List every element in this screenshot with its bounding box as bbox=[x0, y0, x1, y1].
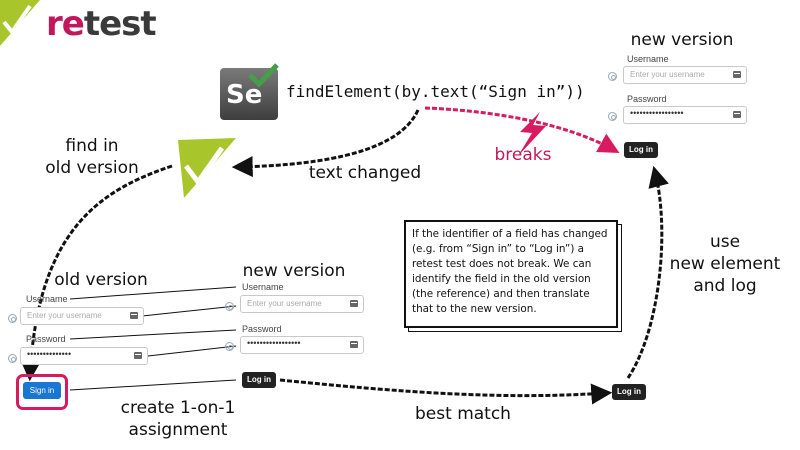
old-username-label: Username bbox=[26, 294, 68, 304]
mid-username-input[interactable]: Enter your username bbox=[240, 295, 364, 313]
fingerprint-icon bbox=[608, 112, 617, 121]
password-field-link bbox=[147, 345, 237, 357]
old-version-label: old version bbox=[54, 270, 148, 290]
fingerprint-icon bbox=[225, 302, 234, 311]
button-link bbox=[69, 379, 237, 391]
fingerprint-icon bbox=[8, 354, 17, 363]
fingerprint-icon bbox=[225, 342, 234, 351]
old-password-label: Password bbox=[26, 334, 66, 344]
retest-logo: retest bbox=[0, 0, 160, 48]
best-match-arrow bbox=[279, 378, 613, 405]
lightning-icon bbox=[518, 112, 546, 156]
username-field-link bbox=[141, 305, 237, 317]
new-version-mid-label: new version bbox=[242, 261, 346, 281]
top-username-label: Username bbox=[627, 54, 669, 64]
create-assignment-label: create 1-on-1 assignment bbox=[120, 398, 236, 440]
keyboard-icon bbox=[733, 111, 741, 118]
retest-check-icon bbox=[178, 138, 236, 198]
sign-in-button[interactable]: Sign in bbox=[23, 382, 61, 399]
logo-test: test bbox=[83, 4, 157, 44]
old-password-input[interactable]: •••••••••••••• bbox=[20, 347, 148, 365]
logo-re: re bbox=[46, 4, 85, 44]
old-login-form: Username Enter your username Password ••… bbox=[0, 290, 160, 410]
explanation-note: If the identifier of a field has changed… bbox=[404, 220, 622, 332]
top-username-input[interactable]: Enter your username bbox=[623, 66, 747, 84]
fingerprint-icon bbox=[608, 72, 617, 81]
mid-log-in-button[interactable]: Log in bbox=[242, 372, 276, 388]
keyboard-icon bbox=[733, 71, 741, 78]
find-in-old-version-label: find in old version bbox=[45, 136, 139, 178]
top-login-form: Username Enter your username Password ••… bbox=[605, 50, 755, 170]
text-changed-arrow bbox=[231, 109, 420, 178]
fingerprint-icon bbox=[8, 314, 17, 323]
selenium-badge-text: Se bbox=[226, 80, 263, 110]
mid-password-label: Password bbox=[242, 324, 282, 334]
keyboard-icon bbox=[130, 312, 138, 319]
top-password-label: Password bbox=[627, 94, 667, 104]
result-log-in-button[interactable]: Log in bbox=[612, 384, 646, 400]
use-new-element-arrow bbox=[626, 165, 669, 379]
password-label-link bbox=[69, 329, 237, 340]
mid-username-label: Username bbox=[242, 282, 284, 292]
keyboard-icon bbox=[134, 352, 142, 359]
keyboard-icon bbox=[350, 341, 358, 348]
code-expression: findElement(by.text(“Sign in”)) bbox=[286, 82, 585, 101]
sign-in-highlight bbox=[16, 374, 68, 410]
breaks-arrow bbox=[424, 106, 620, 154]
best-match-label: best match bbox=[415, 404, 511, 424]
check-icon bbox=[248, 63, 279, 88]
old-username-input[interactable]: Enter your username bbox=[20, 307, 144, 325]
check-logo-icon bbox=[0, 0, 40, 46]
new-version-top-label: new version bbox=[630, 30, 734, 50]
keyboard-icon bbox=[350, 300, 358, 307]
top-log-in-button[interactable]: Log in bbox=[624, 142, 658, 158]
mid-password-input[interactable]: ••••••••••••••••• bbox=[240, 336, 364, 354]
top-password-input[interactable]: ••••••••••••••••• bbox=[623, 106, 747, 124]
username-label-link bbox=[69, 286, 237, 300]
breaks-label: breaks bbox=[494, 145, 552, 165]
use-new-element-label: use new element and log bbox=[669, 232, 781, 296]
selenium-badge: Se bbox=[220, 63, 279, 120]
mid-login-form: Username Enter your username Password ••… bbox=[224, 278, 374, 398]
text-changed-label: text changed bbox=[308, 163, 422, 183]
